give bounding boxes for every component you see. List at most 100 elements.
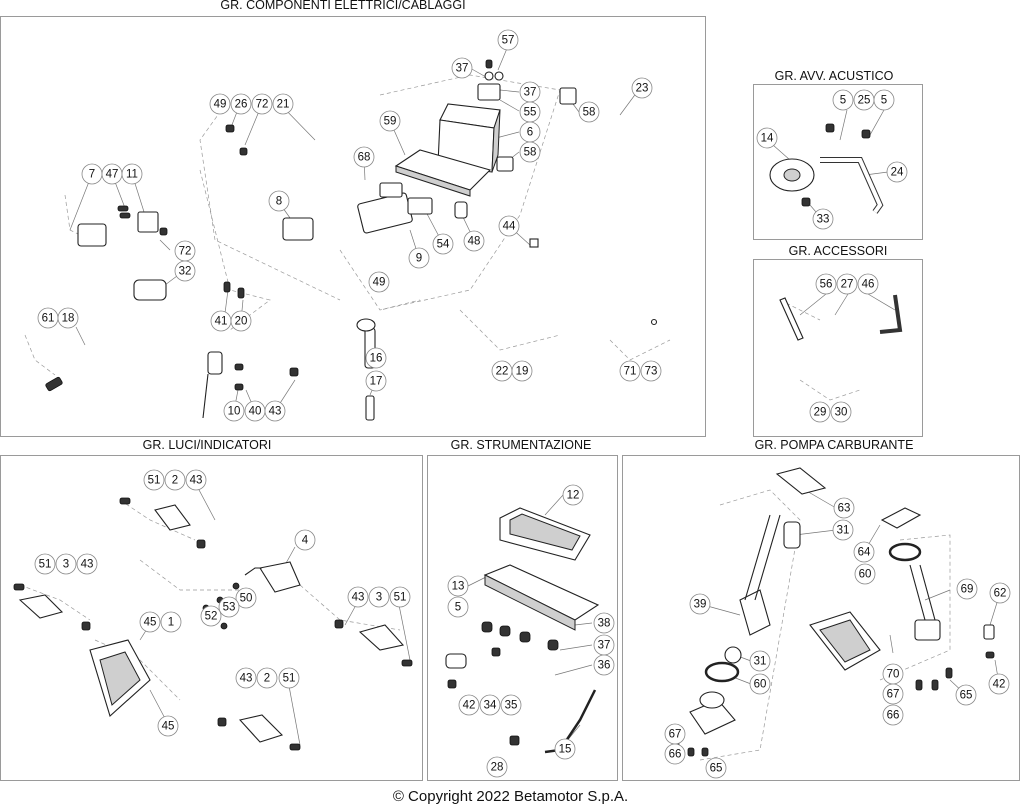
- callout-fuel_pump-70[interactable]: 70: [882, 663, 904, 685]
- callout-lights-1[interactable]: 1: [160, 611, 182, 633]
- callout-fuel_pump-64[interactable]: 64: [853, 541, 875, 563]
- callout-electrical-22[interactable]: 22: [491, 360, 513, 382]
- callout-lights-51[interactable]: 51: [143, 469, 165, 491]
- callout-electrical-20[interactable]: 20: [230, 310, 252, 332]
- callout-instruments-35[interactable]: 35: [500, 694, 522, 716]
- callout-instruments-15[interactable]: 15: [554, 738, 576, 760]
- callout-electrical-49[interactable]: 49: [368, 271, 390, 293]
- callout-lights-3[interactable]: 3: [368, 586, 390, 608]
- callout-electrical-9[interactable]: 9: [408, 247, 430, 269]
- callout-electrical-72[interactable]: 72: [251, 93, 273, 115]
- callout-electrical-23[interactable]: 23: [631, 77, 653, 99]
- callout-horn-33[interactable]: 33: [812, 208, 834, 230]
- callout-electrical-37[interactable]: 37: [451, 57, 473, 79]
- callout-electrical-16[interactable]: 16: [365, 347, 387, 369]
- callout-electrical-10[interactable]: 10: [223, 400, 245, 422]
- callout-fuel_pump-31[interactable]: 31: [749, 650, 771, 672]
- callout-electrical-71[interactable]: 71: [619, 360, 641, 382]
- callout-electrical-18[interactable]: 18: [57, 307, 79, 329]
- callout-lights-45[interactable]: 45: [139, 611, 161, 633]
- callout-electrical-7[interactable]: 7: [81, 163, 103, 185]
- callout-electrical-43[interactable]: 43: [264, 400, 286, 422]
- callout-accessories-56[interactable]: 56: [815, 273, 837, 295]
- callout-electrical-57[interactable]: 57: [497, 29, 519, 51]
- callout-number: 34: [484, 700, 497, 712]
- callout-number: 37: [598, 640, 611, 652]
- callout-accessories-27[interactable]: 27: [836, 273, 858, 295]
- callout-electrical-47[interactable]: 47: [101, 163, 123, 185]
- callout-lights-43[interactable]: 43: [235, 667, 257, 689]
- callout-fuel_pump-63[interactable]: 63: [833, 497, 855, 519]
- callout-lights-43[interactable]: 43: [347, 586, 369, 608]
- callout-fuel_pump-65[interactable]: 65: [955, 684, 977, 706]
- callout-lights-45[interactable]: 45: [157, 715, 179, 737]
- callout-fuel_pump-31[interactable]: 31: [832, 519, 854, 541]
- callout-lights-2[interactable]: 2: [164, 469, 186, 491]
- callout-electrical-40[interactable]: 40: [244, 400, 266, 422]
- callout-electrical-19[interactable]: 19: [511, 360, 533, 382]
- callout-instruments-5[interactable]: 5: [447, 596, 469, 618]
- callout-lights-51[interactable]: 51: [34, 553, 56, 575]
- callout-instruments-12[interactable]: 12: [562, 484, 584, 506]
- callout-electrical-11[interactable]: 11: [121, 163, 143, 185]
- callout-electrical-55[interactable]: 55: [519, 101, 541, 123]
- callout-fuel_pump-60[interactable]: 60: [854, 563, 876, 585]
- callout-lights-50[interactable]: 50: [235, 587, 257, 609]
- callout-lights-52[interactable]: 52: [200, 605, 222, 627]
- callout-fuel_pump-69[interactable]: 69: [956, 578, 978, 600]
- callout-instruments-38[interactable]: 38: [593, 612, 615, 634]
- callout-fuel_pump-42[interactable]: 42: [988, 673, 1010, 695]
- callout-electrical-49[interactable]: 49: [209, 93, 231, 115]
- bolt-icon: [234, 363, 244, 371]
- callout-electrical-8[interactable]: 8: [268, 190, 290, 212]
- callout-horn-5[interactable]: 5: [873, 89, 895, 111]
- callout-instruments-36[interactable]: 36: [593, 654, 615, 676]
- callout-electrical-21[interactable]: 21: [272, 93, 294, 115]
- callout-fuel_pump-39[interactable]: 39: [689, 593, 711, 615]
- callout-lights-51[interactable]: 51: [389, 586, 411, 608]
- callout-fuel_pump-60[interactable]: 60: [749, 673, 771, 695]
- callout-lights-2[interactable]: 2: [256, 667, 278, 689]
- callout-electrical-44[interactable]: 44: [498, 215, 520, 237]
- callout-electrical-26[interactable]: 26: [230, 93, 252, 115]
- callout-instruments-28[interactable]: 28: [486, 756, 508, 778]
- callout-instruments-42[interactable]: 42: [458, 694, 480, 716]
- callout-accessories-46[interactable]: 46: [857, 273, 879, 295]
- callout-electrical-73[interactable]: 73: [640, 360, 662, 382]
- callout-fuel_pump-67[interactable]: 67: [664, 723, 686, 745]
- callout-lights-51[interactable]: 51: [278, 667, 300, 689]
- callout-instruments-37[interactable]: 37: [593, 634, 615, 656]
- callout-instruments-13[interactable]: 13: [447, 575, 469, 597]
- callout-electrical-6[interactable]: 6: [519, 121, 541, 143]
- callout-electrical-54[interactable]: 54: [432, 233, 454, 255]
- callout-lights-43[interactable]: 43: [76, 553, 98, 575]
- callout-horn-25[interactable]: 25: [853, 89, 875, 111]
- callout-lights-4[interactable]: 4: [294, 529, 316, 551]
- callout-fuel_pump-67[interactable]: 67: [882, 683, 904, 705]
- callout-electrical-58[interactable]: 58: [519, 141, 541, 163]
- callout-electrical-48[interactable]: 48: [463, 230, 485, 252]
- callout-lights-3[interactable]: 3: [55, 553, 77, 575]
- callout-horn-14[interactable]: 14: [756, 127, 778, 149]
- callout-electrical-37[interactable]: 37: [519, 81, 541, 103]
- callout-electrical-17[interactable]: 17: [365, 370, 387, 392]
- callout-fuel_pump-66[interactable]: 66: [664, 743, 686, 765]
- callout-electrical-68[interactable]: 68: [353, 146, 375, 168]
- callout-electrical-59[interactable]: 59: [379, 110, 401, 132]
- callout-electrical-58[interactable]: 58: [578, 101, 600, 123]
- callout-horn-24[interactable]: 24: [886, 161, 908, 183]
- callout-lights-53[interactable]: 53: [218, 596, 240, 618]
- callout-electrical-32[interactable]: 32: [174, 260, 196, 282]
- callout-accessories-30[interactable]: 30: [830, 401, 852, 423]
- callout-accessories-29[interactable]: 29: [809, 401, 831, 423]
- callout-fuel_pump-62[interactable]: 62: [989, 582, 1011, 604]
- callout-instruments-34[interactable]: 34: [479, 694, 501, 716]
- callout-electrical-72[interactable]: 72: [174, 240, 196, 262]
- callout-electrical-41[interactable]: 41: [210, 310, 232, 332]
- callout-horn-5[interactable]: 5: [832, 89, 854, 111]
- callout-lights-43[interactable]: 43: [185, 469, 207, 491]
- nut-icon: [509, 735, 520, 746]
- callout-electrical-61[interactable]: 61: [37, 307, 59, 329]
- callout-fuel_pump-66[interactable]: 66: [882, 704, 904, 726]
- callout-fuel_pump-65[interactable]: 65: [705, 757, 727, 779]
